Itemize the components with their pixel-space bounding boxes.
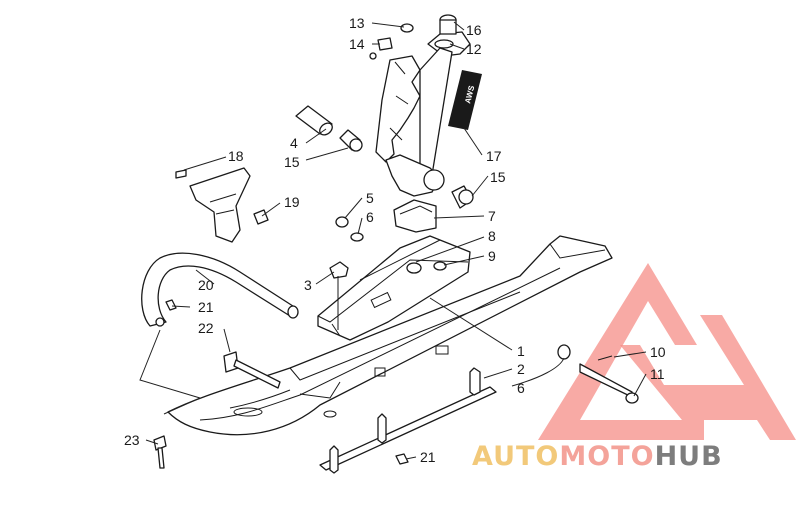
callout-15-lower: 15 xyxy=(490,169,506,185)
callout-8: 8 xyxy=(488,228,496,244)
watermark-text: AUTOMOTOHUB xyxy=(472,441,723,472)
leader-lines xyxy=(139,21,647,460)
callout-21-lower: 21 xyxy=(420,449,436,465)
callout-10: 10 xyxy=(650,344,666,360)
decal-text: AWS xyxy=(463,84,476,105)
watermark-text-hub: HUB xyxy=(655,441,723,472)
bushing-parts xyxy=(295,105,474,209)
callout-22: 22 xyxy=(198,320,214,336)
callout-14: 14 xyxy=(349,36,365,52)
callout-18: 18 xyxy=(228,148,244,164)
callout-4: 4 xyxy=(290,135,298,151)
callout-6-upper: 6 xyxy=(366,209,374,225)
callout-21-upper: 21 xyxy=(198,299,214,315)
callout-20: 20 xyxy=(198,277,214,293)
callout-2: 2 xyxy=(517,361,525,377)
aws-decal: AWS xyxy=(448,70,482,130)
callout-12: 12 xyxy=(466,41,482,57)
callout-17: 17 xyxy=(486,148,502,164)
callout-23: 23 xyxy=(124,432,140,448)
ski-loop xyxy=(141,252,299,327)
spindle-assembly xyxy=(375,14,471,233)
callout-11: 11 xyxy=(650,366,665,382)
callout-1: 1 xyxy=(517,343,525,359)
bolts xyxy=(153,216,639,469)
callout-5: 5 xyxy=(366,190,374,206)
callout-3: 3 xyxy=(304,277,312,293)
callout-19: 19 xyxy=(284,194,300,210)
callout-15-upper: 15 xyxy=(284,154,300,170)
callout-13: 13 xyxy=(349,15,365,31)
ski-saddle xyxy=(317,235,471,341)
wear-bar xyxy=(319,367,497,474)
svg-text:AUTOMOTOHUB: AUTOMOTOHUB xyxy=(472,441,723,472)
callout-labels: 13 16 12 14 4 15 17 18 15 19 5 6 7 8 9 3… xyxy=(124,15,666,465)
bracket-assembly xyxy=(175,167,269,243)
watermark-logo-icon xyxy=(538,263,796,440)
watermark-text-auto: AUTO xyxy=(472,441,559,472)
callout-16: 16 xyxy=(466,22,482,38)
callout-9: 9 xyxy=(488,248,496,264)
callout-7: 7 xyxy=(488,208,496,224)
watermark-text-moto: MOTO xyxy=(559,441,654,472)
small-fasteners xyxy=(369,23,414,60)
callout-6-lower: 6 xyxy=(517,380,525,396)
